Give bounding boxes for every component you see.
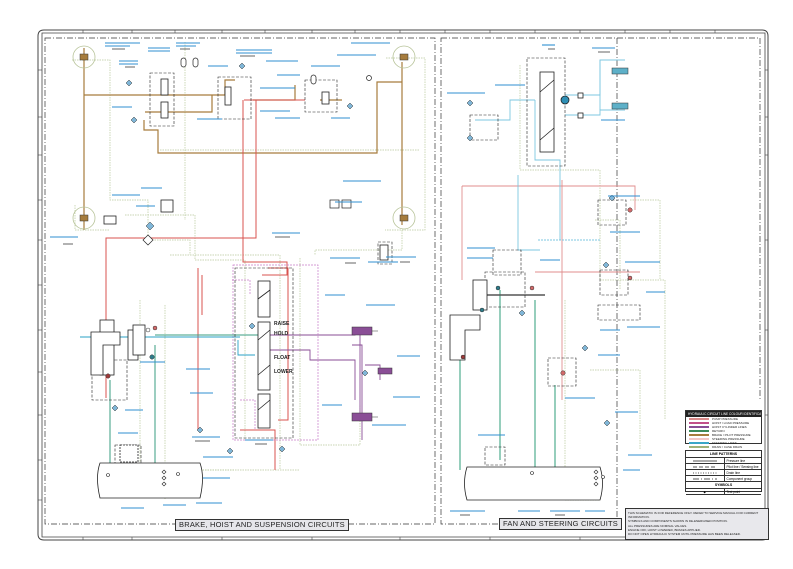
line-pattern-sample xyxy=(686,458,725,463)
right-panel-title: FAN AND STEERING CIRCUITS xyxy=(499,518,623,530)
colour-legend-label: PUMP PRESSURE xyxy=(712,417,738,421)
colour-swatch xyxy=(689,426,709,428)
colour-legend-entry: STEERING PRESSURE xyxy=(686,437,761,441)
colour-legend-label: DRAIN / CASE DRAIN xyxy=(712,445,743,449)
colour-legend-entry: RETURN xyxy=(686,429,761,433)
left-panel-title: BRAKE, HOIST AND SUSPENSION CIRCUITS xyxy=(175,519,349,531)
note-line: SYMBOLS AND COMPONENTS SHOWN IN DE-ENERG… xyxy=(628,519,728,524)
symbol-label: Test point xyxy=(726,489,741,494)
colour-legend-entry: PUMP PRESSURE xyxy=(686,417,761,421)
line-pattern-entry: Pressure line xyxy=(686,458,761,464)
colour-swatch xyxy=(689,438,709,440)
line-pattern-label: Pressure line xyxy=(726,458,746,463)
valve-position-raise: RAISE xyxy=(274,321,290,327)
colour-legend-entry: STEERING LINES xyxy=(686,441,761,445)
note-line: DO NOT OPEN HYDRAULIC SYSTEM UNTIL PRESS… xyxy=(628,532,741,537)
test-point-symbol-icon: ◆ xyxy=(686,489,725,494)
component-tag-subtext xyxy=(63,48,610,516)
line-pattern-sample xyxy=(686,464,725,469)
note-line: THIS SCHEMATIC IS FOR REFERENCE ONLY. RE… xyxy=(628,511,759,520)
colour-swatch xyxy=(689,418,709,420)
line-pattern-label: Drain line xyxy=(726,470,740,475)
colour-legend-label: STEERING LINES xyxy=(712,441,737,445)
right-circuit xyxy=(449,57,666,501)
colour-legend-entry: BRAKE / PILOT PRESSURE xyxy=(686,433,761,437)
line-pattern-entry: Drain line xyxy=(686,470,761,476)
component-tags xyxy=(50,42,665,512)
line-pattern-label: Component group xyxy=(726,476,753,481)
symbols-title: SYMBOLS xyxy=(686,482,761,489)
note-line: ALL PRESSURES ARE NOMINAL VALUES. xyxy=(628,523,688,528)
colour-swatch xyxy=(689,430,709,432)
colour-legend-label: HOIST CYLINDER LINES xyxy=(712,425,747,429)
colour-legend: HYDRAULIC CIRCUIT LINE COLOUR IDENTIFICA… xyxy=(685,410,762,449)
colour-legend-label: HOIST / LOAD PRESSURE xyxy=(712,421,750,425)
colour-legend-title: HYDRAULIC CIRCUIT LINE COLOUR IDENTIFICA… xyxy=(686,411,761,417)
line-pattern-entry: Pilot line / Sensing line xyxy=(686,464,761,470)
line-pattern-sample xyxy=(686,470,725,475)
line-pattern-sample xyxy=(686,476,725,481)
notes-block: THIS SCHEMATIC IS FOR REFERENCE ONLY. RE… xyxy=(625,508,769,540)
left-circuit xyxy=(72,42,426,500)
notes-lines: THIS SCHEMATIC IS FOR REFERENCE ONLY. RE… xyxy=(628,511,766,536)
colour-legend-label: RETURN xyxy=(712,429,725,433)
valve-position-lower: LOWER xyxy=(274,369,293,375)
colour-swatch xyxy=(689,446,709,448)
colour-legend-label: BRAKE / PILOT PRESSURE xyxy=(712,433,751,437)
colour-legend-entry: HOIST / LOAD PRESSURE xyxy=(686,421,761,425)
valve-position-float: FLOAT xyxy=(274,355,291,361)
line-pattern-label: Pilot line / Sensing line xyxy=(726,464,759,469)
line-pattern-entry: Component group xyxy=(686,476,761,482)
valve-position-hold: HOLD xyxy=(274,331,289,337)
colour-legend-label: STEERING PRESSURE xyxy=(712,437,745,441)
colour-swatch xyxy=(689,422,709,424)
colour-swatch xyxy=(689,442,709,444)
colour-legend-entry: DRAIN / CASE DRAIN xyxy=(686,445,761,449)
line-patterns-title: LINE PATTERNS xyxy=(686,451,761,458)
symbol-row: ◆ Test point xyxy=(686,489,761,495)
colour-swatch xyxy=(689,434,709,436)
note-line: ENGINE OFF, HOIST LOWERED, BRAKES APPLIE… xyxy=(628,527,701,532)
colour-legend-entry: HOIST CYLINDER LINES xyxy=(686,425,761,429)
